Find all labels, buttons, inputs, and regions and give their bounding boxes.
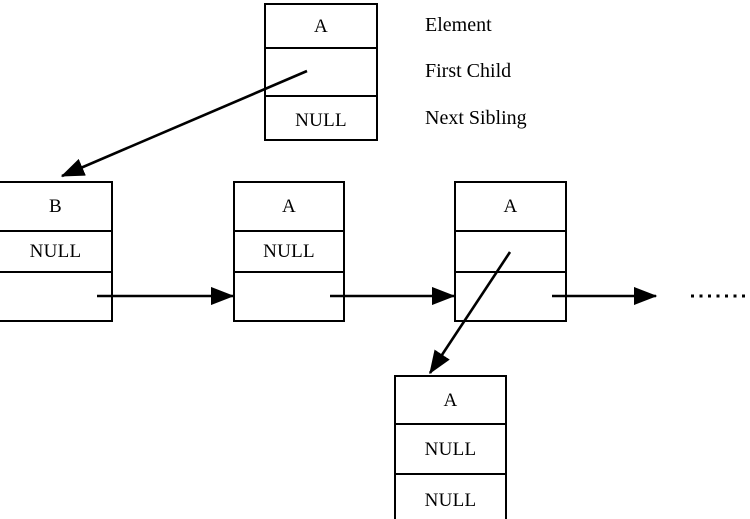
sibling-node-a2-first-child-cell	[456, 232, 565, 273]
root-node: A NULL	[264, 3, 378, 141]
legend-label-element: Element	[425, 14, 492, 36]
sibling-node-a1-first-child-cell: NULL	[235, 232, 343, 273]
child-node-b-first-child-cell: NULL	[0, 232, 111, 273]
sibling-node-a2-next-sibling-cell	[456, 273, 565, 324]
child-node-b-next-sibling-cell	[0, 273, 111, 324]
ellipsis-dot	[733, 294, 737, 298]
ellipsis-dot	[725, 294, 728, 298]
sibling-node-a2-element-cell: A	[456, 183, 565, 232]
legend-label-next-sibling: Next Sibling	[425, 107, 527, 129]
sibling-node-a2: A	[454, 181, 567, 322]
sibling-node-a1-next-sibling-cell	[235, 273, 343, 324]
ellipsis-dot	[708, 294, 711, 298]
ellipsis-dot	[691, 294, 694, 298]
root-node-element-cell: A	[266, 5, 376, 49]
root-node-first-child-cell	[266, 49, 376, 97]
child-node-b-element-cell: B	[0, 183, 111, 232]
continuation-ellipsis	[691, 294, 745, 298]
ellipsis-dot	[716, 294, 720, 298]
leaf-node-a-next-sibling-cell: NULL	[424, 489, 477, 511]
sibling-node-a1-element-cell: A	[235, 183, 343, 232]
leaf-node-a-element-cell: A	[396, 377, 505, 425]
leaf-node-a-first-child-cell: NULL	[396, 425, 505, 475]
ellipsis-dot	[699, 294, 703, 298]
legend-label-first-child: First Child	[425, 60, 512, 82]
root-node-next-sibling-cell: NULL	[295, 109, 347, 131]
ellipsis-dot	[742, 294, 745, 298]
